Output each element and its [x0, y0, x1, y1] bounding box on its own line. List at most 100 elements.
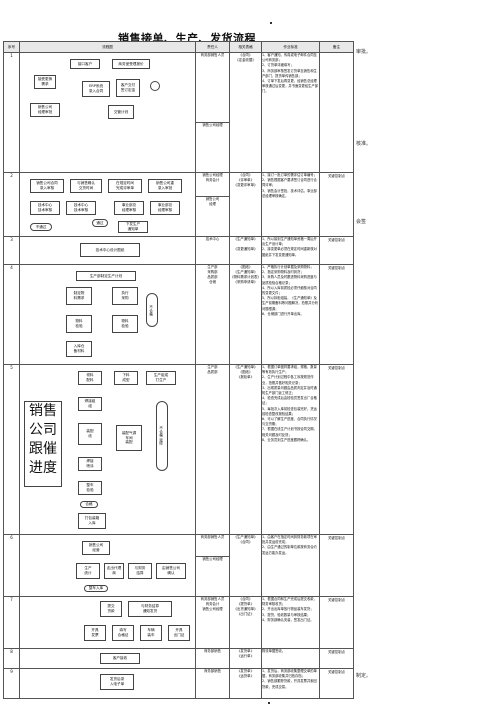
- owner-cell: 技术中心: [195, 236, 230, 265]
- owner-cell: 商务部销售人员 商务会计 销售公司经理: [195, 596, 230, 649]
- row-number: 3: [3, 236, 20, 265]
- flow-box: 生产 统计: [76, 563, 100, 579]
- key-cell: 关键控制点: [319, 668, 354, 699]
- flow-box: 发货后录 入电子单: [100, 674, 134, 690]
- form-cell: 《生产通知单》 《变更通知单》: [229, 236, 262, 265]
- header-standard: 作业标准: [261, 41, 320, 53]
- form-cell: 《发货单》 《运货单》: [229, 668, 262, 699]
- header-flow: 流程图: [19, 41, 196, 53]
- key-cell: 关键控制点: [319, 648, 354, 669]
- header-form: 相关表格: [229, 41, 262, 53]
- flow-box: 销售公司合同 录入审核: [30, 179, 64, 193]
- form-cell: 《图纸》 《生产通知单》 《物料需求计划表》 《采购申请单》: [229, 264, 262, 365]
- flow-box: 交管计划: [108, 105, 134, 119]
- row-number: 1: [3, 52, 20, 173]
- process-table: 序号 流程图 责任人 相关表格 作业标准 备注 1 接受更换 需求 接口客户 商…: [3, 41, 354, 699]
- flow-box: 事业部总 经理审核: [150, 201, 180, 215]
- flow-box: 物料 检验: [66, 315, 92, 333]
- flow-box: 填写 合格证: [112, 625, 134, 641]
- table-row: 销售公司经理: [4, 122, 354, 173]
- flow-box: 技术中心 技术审核: [30, 201, 60, 215]
- owner-cell: 生产部 采购部 品质部 仓储: [195, 264, 230, 365]
- flow-box: 在规定时间 完成评审单: [108, 179, 142, 193]
- flow-box: 由销售公司 确认: [156, 563, 186, 579]
- form-cell: 《发货单》 《运行单》: [229, 648, 262, 669]
- table-row: 7 提交 货款 与财务结算 通知发货 开具 发票 填写 合格证 车辆 装车 开具…: [3, 596, 354, 649]
- flow-box: 销售公司重 录入审批: [148, 179, 182, 193]
- table-row: 1 接受更换 需求 接口客户 商务室受理报价 ERP系统 录入合同 销售公司 经…: [3, 52, 354, 173]
- decorative-dot: [268, 702, 270, 704]
- flow-box: 与销售确认 交货时间: [70, 179, 102, 193]
- approve-circle: [150, 81, 160, 91]
- table-row: 5 销售 公司 跟催 进度 领料 配料 下料 成型 生产组成 打生产 焊接组 组…: [3, 364, 354, 535]
- side-note: 会签: [356, 219, 367, 225]
- row-number: 6: [3, 534, 20, 597]
- fail-label: 不通过: [30, 223, 52, 231]
- header-owner: 责任人: [195, 41, 230, 53]
- table-row: 4 生产部制定生产计划 制定物 料需求 执行 采购 物料 检验 物料 检验 入库…: [3, 264, 354, 365]
- flow-cell: 销售 公司 跟催 进度 领料 配料 下料 成型 生产组成 打生产 焊接组 组 装…: [19, 364, 196, 535]
- flow-box: 车辆 装车: [140, 625, 162, 641]
- flow-cell: 生产部制定生产计划 制定物 料需求 执行 采购 物料 检验 物料 检验 入库仓 …: [19, 264, 196, 365]
- flow-cell: 销售公司 经营 生产 统计 走出代理 商 与财务 结算 由销售公司 确认 整车入…: [19, 534, 196, 597]
- key-cell: 关键控制点: [319, 534, 354, 597]
- standard-cell: 1、严格执行计划单据及采购物料； 2、指定采购物料及时到货； 3、采购人员及时跟…: [261, 264, 320, 365]
- owner-cell: 销售公司经理: [195, 556, 230, 597]
- flow-cell: 技术中心设计图纸: [19, 236, 196, 265]
- owner-cell: 商务部销售人员: [195, 52, 230, 123]
- header-no: 序号: [3, 41, 20, 53]
- form-cell: 《合同》 《提货单》 《出货通知单》 《出门证》: [229, 596, 262, 649]
- side-note: 制定。: [356, 673, 372, 679]
- form-cell: 《生产通知单》 《合同》: [229, 534, 262, 597]
- flow-box: 执行 采购: [112, 287, 138, 305]
- flow-box: 事业部总 经理审核: [114, 201, 144, 215]
- flow-box: 销售公司 经理审批: [30, 103, 60, 117]
- flow-box: 装配气源 车间 装配: [116, 425, 142, 451]
- standard-cell: 1、发货后，商务部收集整理交单的单据，商务部收集并归档存档； 2、销售部跟踪货款…: [261, 668, 320, 699]
- table-row: 6 销售公司 经营 生产 统计 走出代理 商 与财务 结算 由销售公司 确认 整…: [3, 534, 354, 597]
- standard-cell: 1、根据订单图样要求组，规格、数量等有效执行生产； 2、生产计划过程中各工序按规…: [261, 364, 320, 535]
- flow-cell: 接受更换 需求 接口客户 商务室受理报价 ERP系统 录入合同 销售公司 经理审…: [19, 52, 196, 173]
- flow-cell: 销售公司合同 录入审核 与销售确认 交货时间 在规定时间 完成评审单 销售公司重…: [19, 172, 196, 237]
- form-cell: 《合同》 《评审单》 《变更评审单》: [229, 172, 262, 237]
- flow-cell: 提交 货款 与财务结算 通知发货 开具 发票 填写 合格证 车辆 装车 开具 出…: [19, 596, 196, 649]
- flow-box: 生产组成 打生产: [146, 371, 176, 385]
- flow-box: 开具 出门证: [168, 625, 190, 641]
- flow-box: 走出代理 商: [104, 563, 124, 579]
- form-cell: 《生产通知单》 《图纸》 《报检单》: [229, 364, 262, 535]
- key-cell: 关键控制点: [319, 236, 354, 265]
- flow-box: 开具 发票: [84, 625, 106, 641]
- flow-box: 下发生产 通知单: [118, 221, 148, 233]
- flow-box: 领料 配料: [78, 371, 102, 385]
- table-row: 销售公司经理: [4, 556, 354, 597]
- owner-cell: 商务部销售: [195, 648, 230, 669]
- flow-box: 下料 成型: [114, 371, 138, 385]
- flow-box: 客户交付 签订定金: [116, 79, 140, 97]
- row-number: 5: [3, 364, 20, 535]
- flow-box: 与财务 结算: [128, 563, 152, 579]
- flow-box: 焊接组 组: [78, 397, 102, 411]
- row-number: 9: [3, 668, 20, 699]
- standard-cell: 1、接订一批订单的需评估订单编号； 2、销售根据客户要求签订合同进行合同评审； …: [261, 172, 320, 237]
- standard-cell: 1、由客户在指定时间到财务款项在审批并发运前完成； 2、由生产通过的制单位款按商…: [261, 534, 320, 597]
- table-row: 8 客户接收 商务部销售 《发货单》 《运行单》 物流单据签收。 关键控制点: [3, 648, 354, 669]
- row-number: 8: [3, 648, 20, 669]
- side-note: 核准。: [356, 141, 372, 147]
- flow-box: 生产部制定生产计划: [76, 271, 136, 281]
- pass-label: 合格: [80, 501, 98, 508]
- table-row: 2 销售公司合同 录入审核 与销售确认 交货时间 在规定时间 完成评审单 销售公…: [3, 172, 354, 237]
- reject-label: 不合格: [146, 293, 158, 327]
- key-cell: [319, 52, 354, 173]
- key-cell: 关键控制点: [319, 264, 354, 365]
- flow-cell: 客户接收: [19, 648, 196, 669]
- flow-box: 商务室受理报价: [112, 59, 150, 69]
- flow-box: ERP系统 录入合同: [82, 81, 110, 97]
- flow-box: 客户接收: [100, 653, 140, 664]
- flow-box: 整车 检验: [78, 481, 102, 495]
- table-row: 销售公司 经理: [4, 196, 354, 237]
- flow-box: 接口客户: [70, 59, 100, 69]
- flow-box: 入库仓 备材料: [66, 341, 92, 357]
- owner-cell: 销售公司经理: [195, 122, 230, 173]
- row-number: 7: [3, 596, 20, 649]
- flow-box: 销售公司 经营: [82, 541, 110, 555]
